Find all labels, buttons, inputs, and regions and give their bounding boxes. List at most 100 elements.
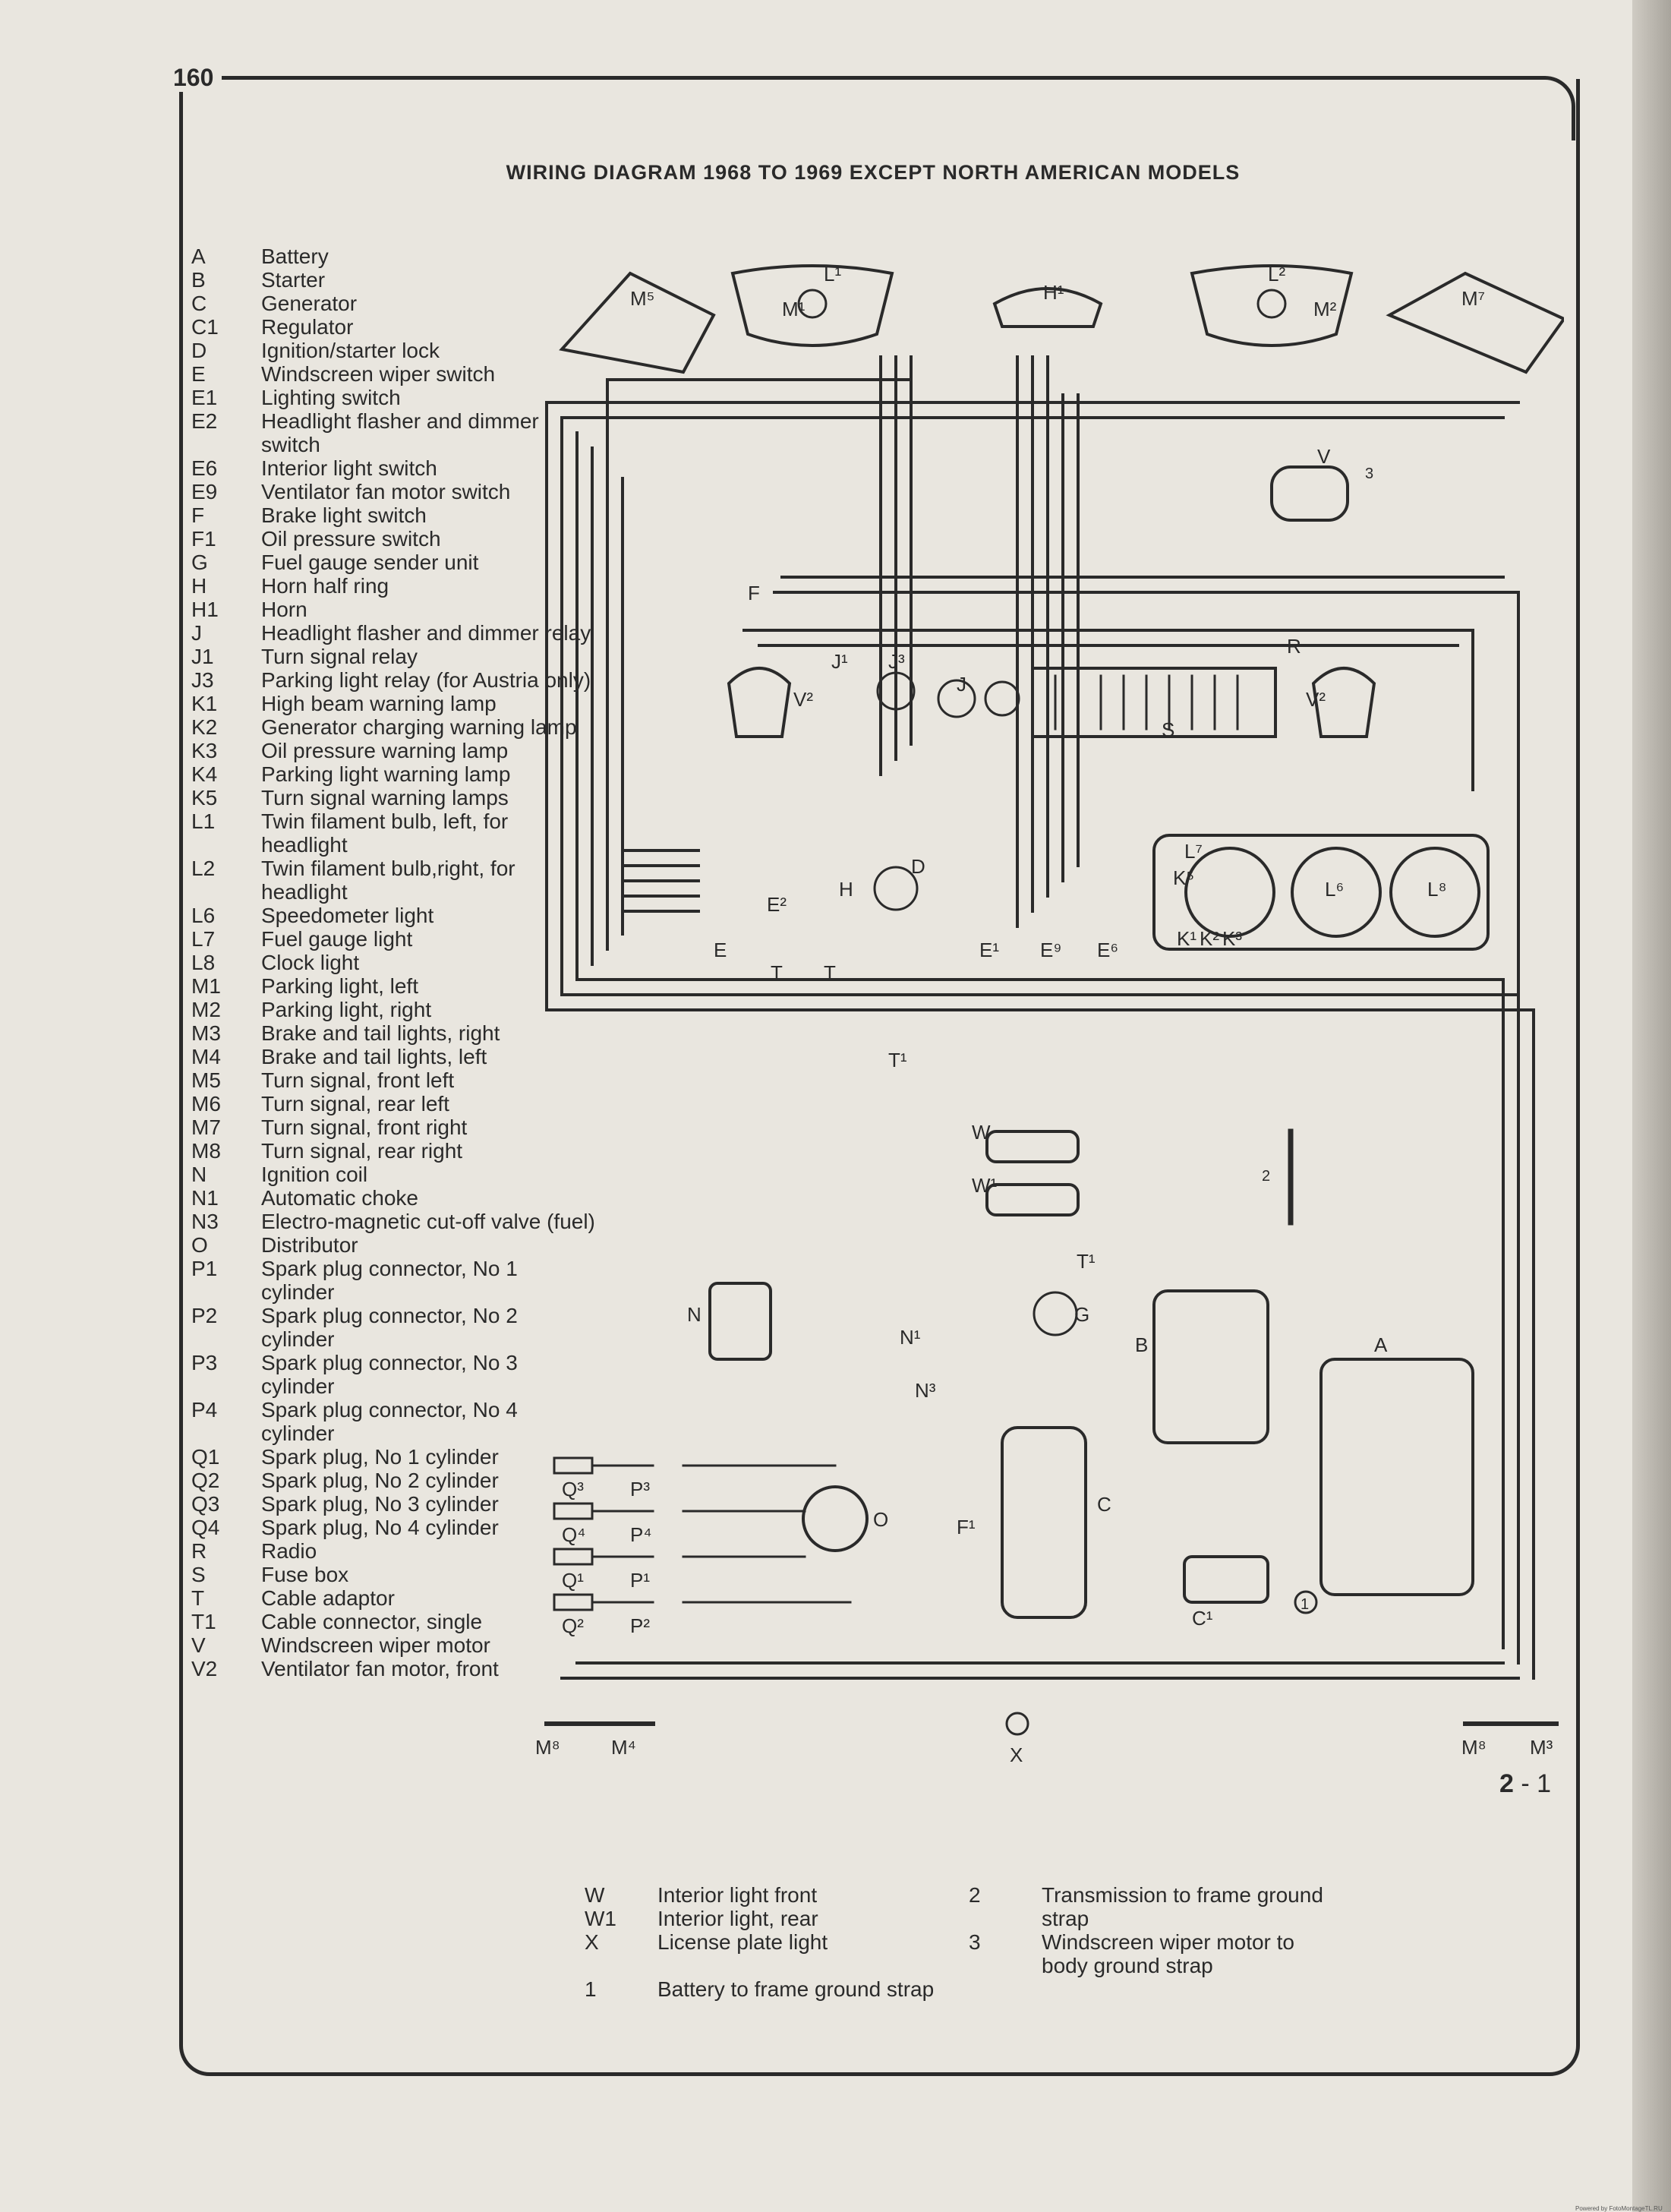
legend-desc: Parking light, left bbox=[261, 974, 418, 998]
legend-code: G bbox=[191, 551, 208, 574]
label-b: B bbox=[1135, 1333, 1148, 1356]
legend-desc: Turn signal, front left bbox=[261, 1068, 455, 1092]
legend-desc: Lighting switch bbox=[261, 386, 401, 409]
legend-code: E bbox=[191, 362, 206, 386]
legend-desc: Fuse box bbox=[261, 1563, 349, 1586]
label-m3: M³ bbox=[1530, 1736, 1553, 1759]
legend-desc: Electro-magnetic cut-off valve (fuel) bbox=[261, 1210, 595, 1233]
legend-desc: Interior light switch bbox=[261, 456, 437, 480]
fan-v2-left bbox=[727, 667, 792, 738]
label-l8: L⁸ bbox=[1427, 878, 1446, 901]
legend-bottom-left-code: W bbox=[585, 1883, 605, 1907]
label-p2: P² bbox=[630, 1614, 650, 1637]
label-j1: J¹ bbox=[831, 650, 848, 673]
legend-code: M5 bbox=[191, 1068, 221, 1092]
legend-desc: Windscreen wiper switch bbox=[261, 362, 496, 386]
label-e2: E² bbox=[767, 893, 787, 916]
page-ref-major: 2 bbox=[1499, 1769, 1514, 1798]
relay-j bbox=[984, 680, 1020, 717]
legend-code: L6 bbox=[191, 904, 216, 927]
legend-code: S bbox=[191, 1563, 206, 1586]
label-v2-left: V² bbox=[793, 688, 813, 711]
label-t-right: T bbox=[824, 961, 836, 984]
legend-desc: Turn signal, rear left bbox=[261, 1092, 449, 1115]
legend-desc: Ignition coil bbox=[261, 1163, 368, 1186]
headlight-left bbox=[730, 264, 894, 347]
distributor-o bbox=[802, 1485, 869, 1552]
legend-bottom-right-desc: Windscreen wiper motor to body ground st… bbox=[1042, 1930, 1295, 1977]
horn-h1 bbox=[992, 287, 1103, 328]
bulb-l1 bbox=[797, 289, 828, 319]
legend-code: E2 bbox=[191, 409, 218, 433]
legend-desc: Turn signal, rear right bbox=[261, 1139, 463, 1163]
legend-desc: Ventilator fan motor, front bbox=[261, 1657, 499, 1680]
legend-bottom-left-code bbox=[585, 1954, 657, 1977]
legend-desc: Turn signal warning lamps bbox=[261, 786, 509, 809]
clock bbox=[1389, 847, 1480, 938]
legend-desc: Spark plug, No 1 cylinder bbox=[261, 1445, 499, 1469]
label-g: G bbox=[1074, 1303, 1089, 1326]
legend-code: K1 bbox=[191, 692, 218, 715]
label-c: C bbox=[1097, 1493, 1111, 1516]
label-k3: K³ bbox=[1222, 927, 1242, 950]
label-k1: K¹ bbox=[1177, 927, 1196, 950]
legend-desc: Horn bbox=[261, 598, 307, 621]
legend-code: P4 bbox=[191, 1398, 218, 1422]
legend-bottom-right-code: 2 bbox=[969, 1883, 981, 1907]
label-q2: Q² bbox=[562, 1614, 584, 1637]
legend-desc: Spark plug, No 4 cylinder bbox=[261, 1516, 499, 1539]
starter-b bbox=[1152, 1289, 1269, 1444]
legend-code: B bbox=[191, 268, 206, 292]
license-light-x bbox=[1005, 1712, 1029, 1736]
wiring-diagram: M⁵ L¹ M¹ H¹ L² M² M⁷ V F V² V² J³ J¹ J R… bbox=[535, 263, 1564, 1762]
legend-code: C1 bbox=[191, 315, 219, 339]
label-q4: Q⁴ bbox=[562, 1523, 585, 1546]
legend-desc: Clock light bbox=[261, 951, 360, 974]
turn-signal-front-right bbox=[1386, 271, 1564, 374]
legend-code: M4 bbox=[191, 1045, 221, 1068]
interior-light-w1 bbox=[985, 1183, 1080, 1216]
legend-desc: Parking light, right bbox=[261, 998, 432, 1021]
relay-j1 bbox=[937, 679, 976, 718]
label-j: J bbox=[957, 673, 966, 696]
legend-code: K2 bbox=[191, 715, 218, 739]
legend-desc: Spark plug, No 2 cylinder bbox=[261, 1469, 499, 1492]
legend-code: A bbox=[191, 245, 206, 268]
label-l7: L⁷ bbox=[1184, 840, 1203, 863]
label-m8-r: M⁸ bbox=[1461, 1736, 1487, 1759]
legend-desc: Ignition/starter lock bbox=[261, 339, 440, 362]
label-m5: M⁵ bbox=[630, 287, 654, 310]
legend-row: K2 Generator charging warning lamp bbox=[191, 715, 595, 739]
legend-code: Q4 bbox=[191, 1516, 220, 1539]
legend-bottom-left-code: X bbox=[585, 1930, 599, 1954]
label-k5: K⁵ bbox=[1173, 866, 1194, 889]
page-ref-minor: 1 bbox=[1537, 1769, 1552, 1798]
legend-code: M1 bbox=[191, 974, 221, 998]
legend-desc: Twin filament bulb, left, for headlight bbox=[261, 809, 509, 857]
legend-bottom-right-code: 3 bbox=[969, 1930, 981, 1954]
legend-code: J3 bbox=[191, 668, 214, 692]
label-p4: P⁴ bbox=[630, 1523, 652, 1546]
legend-code: T1 bbox=[191, 1610, 216, 1633]
legend-desc: Generator charging warning lamp bbox=[261, 715, 577, 739]
legend-desc: Spark plug, No 3 cylinder bbox=[261, 1492, 499, 1516]
